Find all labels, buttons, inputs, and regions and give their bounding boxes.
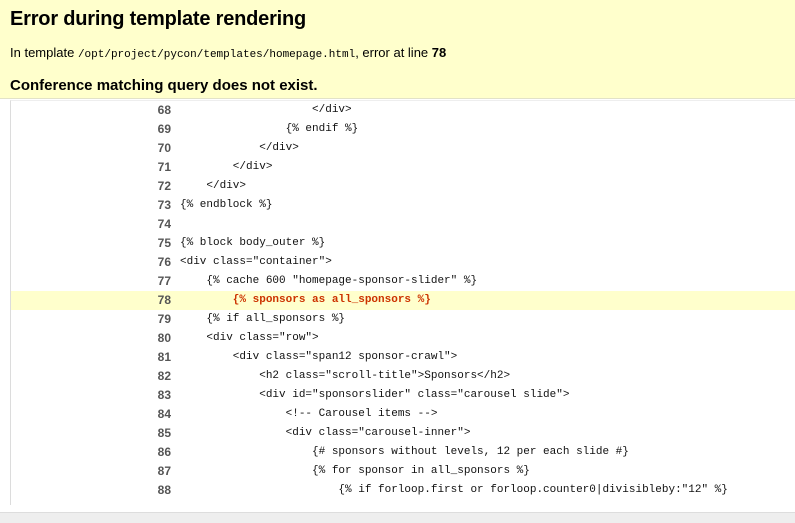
line-number: 80	[157, 331, 171, 345]
line-code: {% endif %}	[180, 123, 359, 135]
line-number: 76	[157, 255, 171, 269]
line-number: 71	[157, 160, 171, 174]
line-number: 74	[157, 217, 171, 231]
source-line: 81 <div class="span12 sponsor-crawl">	[11, 348, 795, 367]
line-code: {% for sponsor in all_sponsors %}	[180, 465, 530, 477]
line-code: {# sponsors without levels, 12 per each …	[180, 446, 629, 458]
error-header: Error during template rendering In templ…	[0, 0, 795, 99]
source-line: 88 {% if forloop.first or forloop.counte…	[11, 481, 795, 500]
line-number: 81	[157, 350, 171, 364]
source-line: 86 {# sponsors without levels, 12 per ea…	[11, 443, 795, 462]
line-code: </div>	[180, 161, 273, 173]
line-code: {% sponsors as all_sponsors %}	[180, 291, 795, 310]
line-code: {% if all_sponsors %}	[180, 313, 346, 325]
line-number: 75	[157, 236, 171, 250]
line-code: <div id="sponsorslider" class="carousel …	[180, 389, 570, 401]
line-number: 77	[157, 274, 171, 288]
line-number: 84	[157, 407, 171, 421]
line-code: {% cache 600 "homepage-sponsor-slider" %…	[180, 275, 478, 287]
source-line: 83 <div id="sponsorslider" class="carous…	[11, 386, 795, 405]
line-code: </div>	[180, 104, 352, 116]
subtitle-middle: , error at line	[355, 45, 432, 60]
line-code: {% block body_outer %}	[180, 237, 326, 249]
source-line: 71 </div>	[11, 158, 795, 177]
source-line: 79 {% if all_sponsors %}	[11, 310, 795, 329]
line-code: <div class="row">	[180, 332, 319, 344]
line-number: 82	[157, 369, 171, 383]
line-code: <div class="carousel-inner">	[180, 427, 471, 439]
line-code: </div>	[180, 142, 299, 154]
error-location: In template /opt/project/pycon/templates…	[10, 45, 446, 61]
source-line: 82 <h2 class="scroll-title">Sponsors</h2…	[11, 367, 795, 386]
source-line: 76 <div class="container">	[11, 253, 795, 272]
template-source-body: 68 </div>69 {% endif %}70 </div>71 </div…	[11, 101, 795, 500]
subtitle-prefix: In template	[10, 45, 78, 60]
source-line: 72 </div>	[11, 177, 795, 196]
source-line: 84 <!-- Carousel items -->	[11, 405, 795, 424]
source-line: 74	[11, 215, 795, 234]
page-title: Error during template rendering	[10, 8, 307, 30]
template-source-panel[interactable]: 68 </div>69 {% endif %}70 </div>71 </div…	[10, 100, 795, 505]
line-number: 83	[157, 388, 171, 402]
source-line: 75 {% block body_outer %}	[11, 234, 795, 253]
source-line: 73 {% endblock %}	[11, 196, 795, 215]
error-line-number: 78	[431, 45, 447, 60]
line-code	[180, 215, 795, 234]
line-number: 72	[157, 179, 171, 193]
line-code: <!-- Carousel items -->	[180, 408, 438, 420]
template-source-table: 68 </div>69 {% endif %}70 </div>71 </div…	[11, 101, 795, 500]
line-code: {% if forloop.first or forloop.counter0|…	[180, 484, 728, 496]
line-number: 86	[157, 445, 171, 459]
line-code: </div>	[180, 180, 247, 192]
line-code: <div class="span12 sponsor-crawl">	[180, 351, 458, 363]
source-line: 69 {% endif %}	[11, 120, 795, 139]
line-number: 85	[157, 426, 171, 440]
source-line: 70 </div>	[11, 139, 795, 158]
line-number: 69	[157, 122, 171, 136]
line-number: 87	[157, 464, 171, 478]
source-line: 80 <div class="row">	[11, 329, 795, 348]
source-line-error: 78 {% sponsors as all_sponsors %}	[11, 291, 795, 310]
line-number: 70	[157, 141, 171, 155]
line-number: 79	[157, 312, 171, 326]
source-line: 77 {% cache 600 "homepage-sponsor-slider…	[11, 272, 795, 291]
line-code: {% endblock %}	[180, 199, 273, 211]
template-path: /opt/project/pycon/templates/homepage.ht…	[77, 49, 356, 61]
source-line: 68 </div>	[11, 101, 795, 120]
line-number: 88	[157, 483, 171, 497]
footer-divider	[0, 512, 795, 523]
line-number: 73	[157, 198, 171, 212]
line-number: 78	[11, 291, 180, 310]
line-number: 68	[157, 103, 171, 117]
line-code: <h2 class="scroll-title">Sponsors</h2>	[180, 370, 511, 382]
source-line: 85 <div class="carousel-inner">	[11, 424, 795, 443]
line-code: <div class="container">	[180, 256, 332, 268]
source-line: 87 {% for sponsor in all_sponsors %}	[11, 462, 795, 481]
error-message: Conference matching query does not exist…	[10, 77, 318, 94]
